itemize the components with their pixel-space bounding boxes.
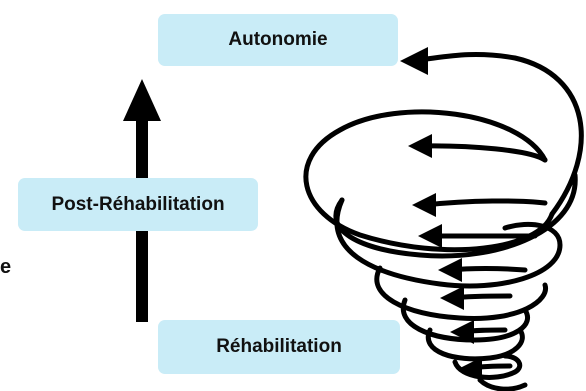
node-post-rehabilitation-label: Post-Réhabilitation [51, 193, 225, 215]
node-rehabilitation: Réhabilitation [158, 320, 400, 374]
node-autonomie: Autonomie [158, 14, 398, 66]
node-post-rehabilitation: Post-Réhabilitation [18, 178, 258, 231]
truncated-text-fragment: e [0, 256, 12, 278]
spiral-arrow-icon [303, 47, 584, 391]
node-autonomie-label: Autonomie [228, 29, 328, 50]
node-rehabilitation-label: Réhabilitation [216, 336, 342, 357]
